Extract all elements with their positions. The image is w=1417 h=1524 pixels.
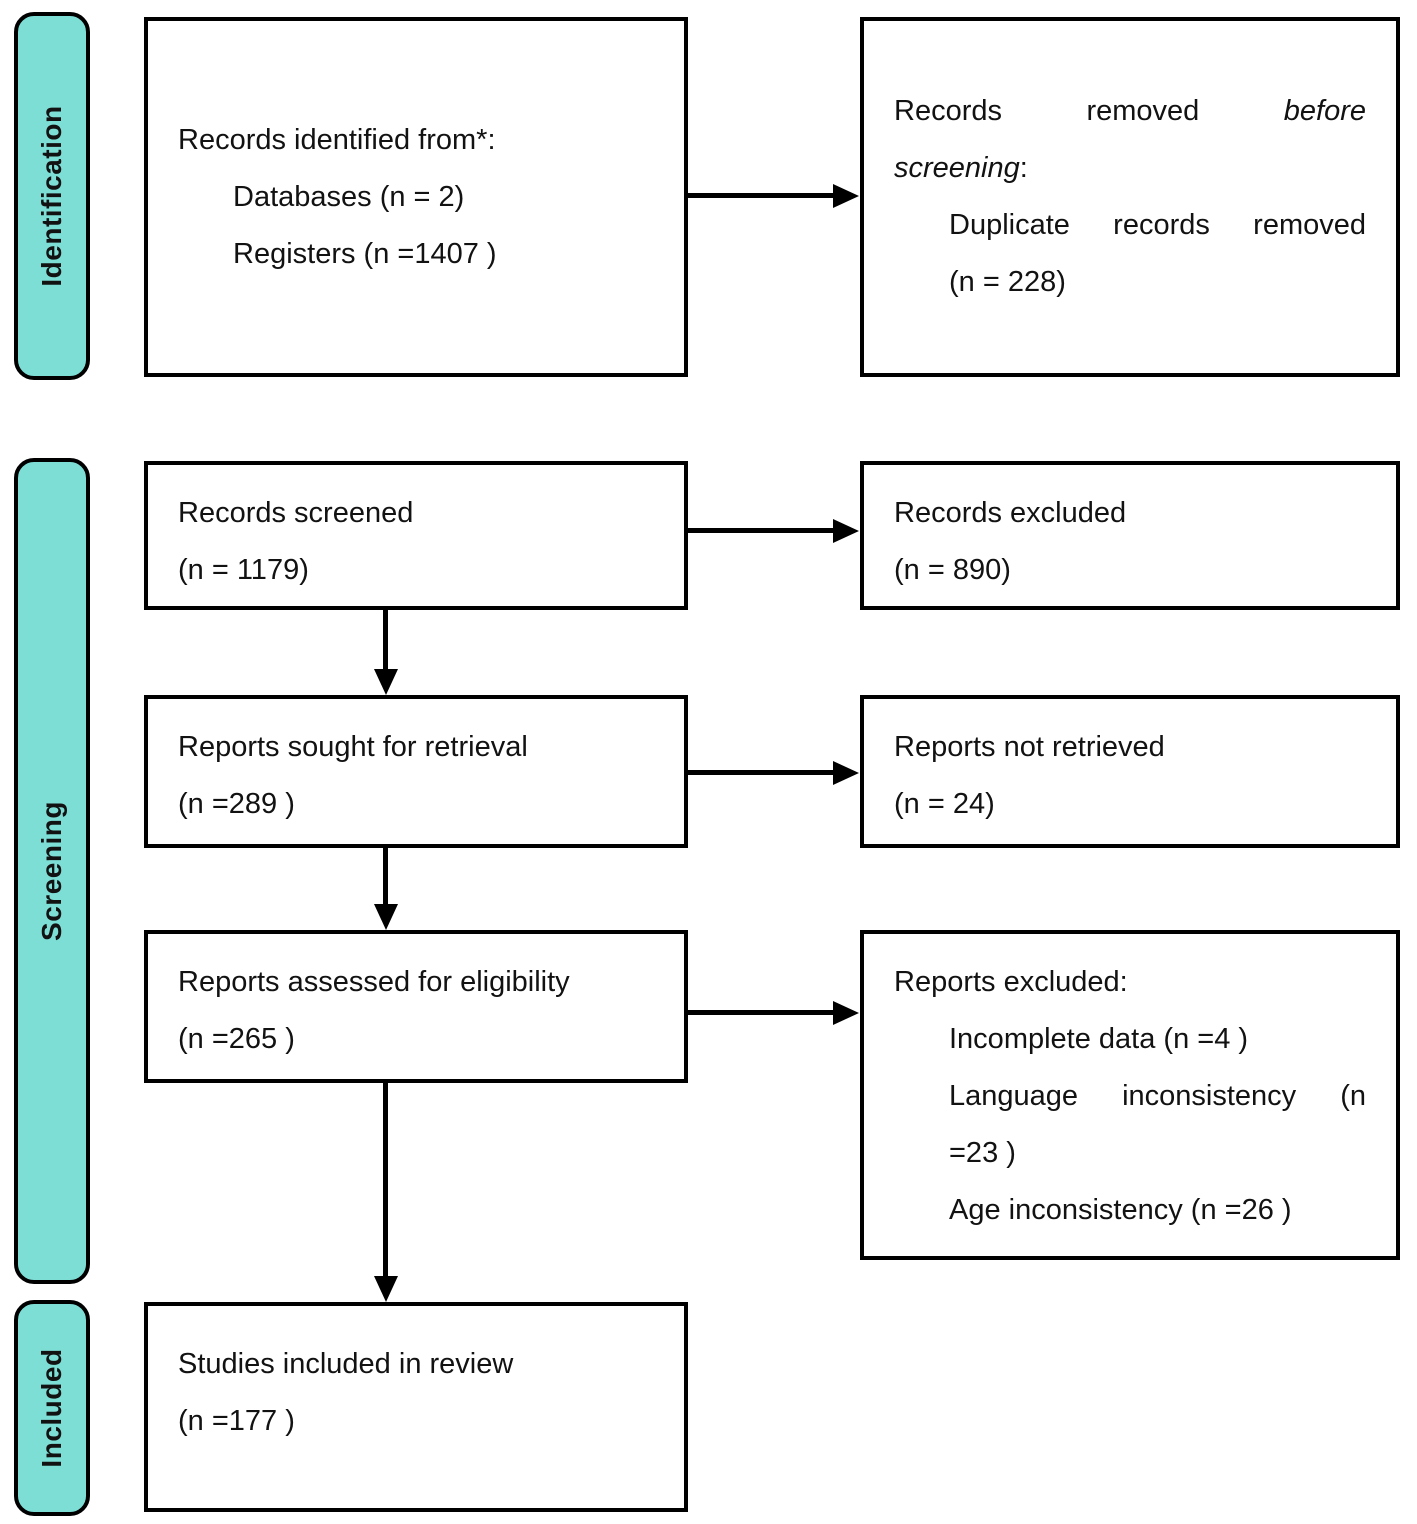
reports-excluded-reason2-line2: =23 ) [949, 1137, 1016, 1169]
arrow-sought-to-assessed [383, 848, 388, 905]
stage-identification-label: Identification [36, 105, 67, 287]
box-records-removed: Records removed before screening: Duplic… [860, 17, 1400, 377]
arrow-assessed-to-reports-excluded [688, 1010, 834, 1015]
box-records-identified: Records identified from*: Databases (n =… [144, 17, 688, 377]
arrow-screened-to-sought [383, 610, 388, 670]
reports-excluded-reason1: Incomplete data (n =4 ) [949, 1023, 1249, 1055]
records-removed-lead: Records removed [894, 95, 1200, 127]
box-records-screened: Records screened (n = 1179) [144, 461, 688, 610]
reports-assessed-title: Reports assessed for eligibility [178, 966, 570, 998]
records-excluded-title: Records excluded [894, 497, 1127, 529]
arrow-assessed-to-included [383, 1083, 388, 1277]
stage-screening: Screening [14, 458, 90, 1284]
records-excluded-count: (n = 890) [894, 554, 1011, 586]
reports-excluded-title: Reports excluded: [894, 966, 1128, 998]
records-identified-registers: Registers (n =1407 ) [233, 237, 497, 270]
records-screened-title: Records screened [178, 497, 414, 529]
records-identified-title: Records identified from*: [178, 123, 496, 156]
arrow-identified-to-removed [688, 193, 834, 198]
records-removed-line1: Records removed before [894, 83, 1366, 140]
records-removed-wrap-italic: screening [894, 152, 1020, 184]
arrow-sought-to-not-retrieved [688, 770, 834, 775]
records-screened-count: (n = 1179) [178, 554, 309, 586]
box-reports-sought: Reports sought for retrieval (n =289 ) [144, 695, 688, 848]
reports-sought-count: (n =289 ) [178, 788, 295, 820]
records-removed-wrap-tail: : [1019, 152, 1028, 184]
reports-not-retrieved-title: Reports not retrieved [894, 731, 1165, 763]
records-removed-line2: screening: [894, 140, 1366, 197]
box-reports-not-retrieved: Reports not retrieved (n = 24) [860, 695, 1400, 848]
reports-excluded-reason2-line1: Language inconsistency (n [949, 1080, 1366, 1112]
box-reports-assessed: Reports assessed for eligibility (n =265… [144, 930, 688, 1083]
studies-included-count: (n =177 ) [178, 1405, 295, 1437]
box-records-excluded: Records excluded (n = 890) [860, 461, 1400, 610]
records-identified-databases: Databases (n = 2) [233, 180, 465, 213]
arrow-screened-to-excluded [688, 528, 834, 533]
stage-included-label: Included [36, 1348, 67, 1468]
reports-sought-title: Reports sought for retrieval [178, 731, 528, 763]
records-removed-count: (n = 228) [949, 266, 1066, 298]
reports-assessed-count: (n =265 ) [178, 1023, 295, 1055]
studies-included-title: Studies included in review [178, 1348, 514, 1380]
box-studies-included: Studies included in review (n =177 ) [144, 1302, 688, 1512]
reports-excluded-reason3: Age inconsistency (n =26 ) [949, 1194, 1292, 1226]
stage-included: Included [14, 1300, 90, 1516]
stage-identification: Identification [14, 12, 90, 380]
records-removed-lead-italic: before [1283, 95, 1367, 127]
stage-screening-label: Screening [36, 801, 67, 941]
records-removed-reason: Duplicate records removed [949, 209, 1366, 241]
box-reports-excluded: Reports excluded: Incomplete data (n =4 … [860, 930, 1400, 1260]
reports-not-retrieved-count: (n = 24) [894, 788, 995, 820]
